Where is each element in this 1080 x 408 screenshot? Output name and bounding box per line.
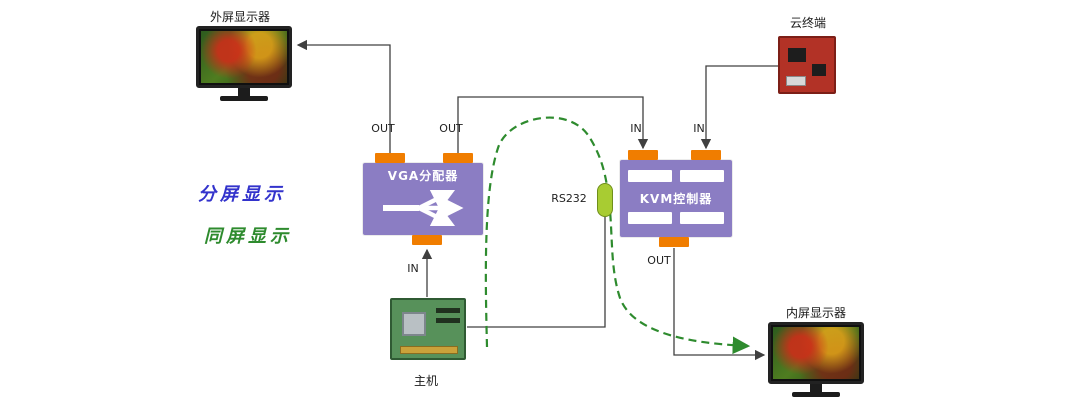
cloud-board-connector-icon bbox=[786, 76, 806, 86]
cloud-board-chip-icon bbox=[788, 48, 806, 62]
cable-host-rs232-to-kvm bbox=[467, 214, 606, 328]
memory-slot-icon bbox=[436, 308, 460, 313]
io-ports-icon bbox=[400, 346, 458, 354]
kvm-controller-box: KVM控制器 bbox=[620, 150, 732, 247]
vga-splitter-box: VGA分配器 bbox=[363, 153, 483, 245]
cable-kvm-out-to-internal-monitor bbox=[673, 248, 766, 361]
kvm-in-right-connector bbox=[691, 150, 721, 160]
kvm-slot bbox=[628, 212, 672, 224]
kvm-controller-title: KVM控制器 bbox=[639, 192, 713, 206]
host-label: 主机 bbox=[414, 374, 439, 388]
cable-cloud-terminal-to-kvm-in-right bbox=[700, 65, 779, 150]
split-arrows-icon bbox=[383, 189, 464, 227]
vga-out-left-label: OUT bbox=[371, 122, 395, 135]
cpu-socket-icon bbox=[402, 312, 426, 336]
cloud-board-chip-icon bbox=[812, 64, 826, 76]
rs232-label: RS232 bbox=[551, 192, 587, 205]
vga-out-right-connector bbox=[443, 153, 473, 163]
external-monitor-frame bbox=[196, 26, 292, 88]
vga-out-right-label: OUT bbox=[439, 122, 463, 135]
external-monitor-label: 外屏显示器 bbox=[210, 10, 271, 24]
internal-monitor-base bbox=[792, 392, 840, 397]
rs232-port-icon bbox=[597, 183, 613, 217]
cloud-terminal-board-icon bbox=[778, 36, 836, 94]
kvm-in-left-label: IN bbox=[630, 122, 642, 135]
kvm-out-label: OUT bbox=[647, 254, 671, 267]
external-monitor-stand bbox=[238, 88, 250, 96]
vga-in-label: IN bbox=[407, 262, 419, 275]
host-motherboard-icon bbox=[390, 298, 466, 360]
internal-monitor-icon bbox=[768, 322, 864, 397]
cable-vga-to-kvm-in-left bbox=[457, 96, 649, 153]
vga-out-left-connector bbox=[375, 153, 405, 163]
internal-monitor-stand bbox=[810, 384, 822, 392]
vga-splitter-title: VGA分配器 bbox=[387, 169, 459, 183]
internal-monitor-label: 内屏显示器 bbox=[786, 306, 847, 320]
split-screen-mode-text: 分屏显示 bbox=[198, 184, 286, 205]
cable-vga-to-external-monitor bbox=[296, 39, 391, 153]
external-monitor-icon bbox=[196, 26, 292, 101]
kvm-in-right-label: IN bbox=[693, 122, 705, 135]
same-screen-mode-text: 同屏显示 bbox=[204, 226, 292, 247]
kvm-slot bbox=[680, 212, 724, 224]
external-monitor-screen-image bbox=[201, 31, 287, 83]
internal-monitor-frame bbox=[768, 322, 864, 384]
kvm-out-connector bbox=[659, 237, 689, 247]
cloud-terminal-label: 云终端 bbox=[790, 16, 827, 30]
kvm-slot bbox=[628, 170, 672, 182]
external-monitor-base bbox=[220, 96, 268, 101]
kvm-slot bbox=[680, 170, 724, 182]
kvm-in-left-connector bbox=[628, 150, 658, 160]
internal-monitor-screen-image bbox=[773, 327, 859, 379]
memory-slot-icon bbox=[436, 318, 460, 323]
vga-in-connector bbox=[412, 235, 442, 245]
